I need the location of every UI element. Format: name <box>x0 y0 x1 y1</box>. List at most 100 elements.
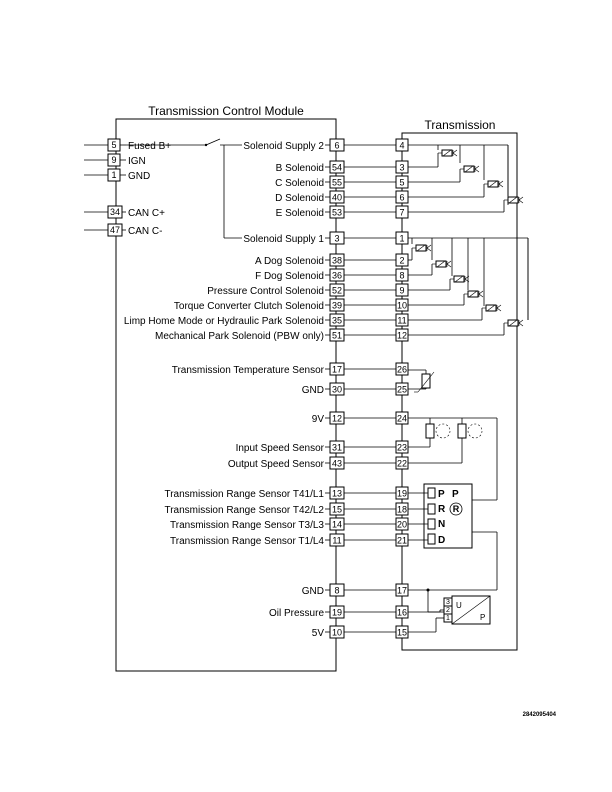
transmission-title: Transmission <box>425 118 496 132</box>
solenoid-coil-icon <box>408 260 452 276</box>
tcm-pin-label: Torque Converter Clutch Solenoid <box>174 301 324 312</box>
tcm-pin-row: Solenoid Supply 2 6 <box>243 138 396 152</box>
trans-pin-number: 23 <box>397 443 407 453</box>
solenoid-coil-icon <box>408 149 458 168</box>
tcm-pin-row: Limp Home Mode or Hydraulic Park Solenoi… <box>124 313 396 327</box>
tcm-pin-number: 17 <box>332 365 342 375</box>
tcm-pin-label: Solenoid Supply 2 <box>243 141 324 152</box>
tcm-pin-row: 5V 10 <box>312 625 396 639</box>
tcm-pin-row: A Dog Solenoid 38 <box>255 253 396 267</box>
range-pos-p: P <box>438 489 445 500</box>
pin-5-fused: 5 <box>111 140 116 150</box>
tcm-pin-number: 31 <box>332 443 342 453</box>
trans-pin-number: 24 <box>397 414 407 424</box>
tcm-pin-label: GND <box>302 586 324 597</box>
solenoid-coil-icon <box>408 244 432 261</box>
ps-u-label: U <box>456 601 462 610</box>
label-can-plus: CAN C+ <box>128 208 165 219</box>
tcm-pin-number: 54 <box>332 163 342 173</box>
label-gnd-left: GND <box>128 171 150 182</box>
tcm-pin-label: F Dog Solenoid <box>255 271 324 282</box>
temperature-sensor-icon <box>408 369 435 393</box>
tcm-pin-number: 15 <box>332 505 342 515</box>
tcm-right-pins: Solenoid Supply 2 6 B Solenoid 54 C Solenoid… <box>124 138 396 639</box>
tcm-title: Transmission Control Module <box>148 104 304 118</box>
tcm-pin-label: B Solenoid <box>276 163 324 174</box>
trans-pin-number: 16 <box>397 608 407 618</box>
solenoid-coils <box>408 149 524 336</box>
solenoid-coil-icon <box>408 275 470 291</box>
tcm-pin-row: C Solenoid 55 <box>275 175 396 189</box>
ps-pin-1: 1 <box>446 615 450 622</box>
tcm-pin-number: 38 <box>332 256 342 266</box>
tcm-pin-row: Transmission Range Sensor T42/L2 15 <box>164 502 396 516</box>
range-pos-n: N <box>438 519 445 530</box>
tcm-pin-row: F Dog Solenoid 36 <box>255 268 396 282</box>
tcm-pin-label: A Dog Solenoid <box>255 256 324 267</box>
trans-pin-number: 2 <box>399 256 404 266</box>
tcm-pin-label: Transmission Range Sensor T41/L1 <box>164 489 324 500</box>
tcm-pin-number: 14 <box>332 520 342 530</box>
pin-47-can: 47 <box>110 225 120 235</box>
ps-pin-3: 3 <box>446 599 450 606</box>
tcm-box <box>115 118 337 672</box>
output-speed-wheel-icon <box>467 423 483 439</box>
trans-pin-number: 4 <box>399 141 404 151</box>
pin-9-ign: 9 <box>111 155 116 165</box>
tcm-pin-number: 40 <box>332 193 342 203</box>
solenoid-coil-icon <box>408 319 524 336</box>
tcm-pin-number: 39 <box>332 301 342 311</box>
tcm-pin-label: Mechanical Park Solenoid (PBW only) <box>155 331 324 342</box>
trans-pin-number: 26 <box>397 365 407 375</box>
tcm-pin-row: 9V 12 <box>312 411 396 425</box>
tcm-pin-row: B Solenoid 54 <box>276 160 396 174</box>
input-speed-sensor-body <box>425 423 435 439</box>
tcm-pin-number: 11 <box>332 536 341 546</box>
range-p-mark: P <box>452 489 459 500</box>
trans-pin-number: 9 <box>399 286 404 296</box>
tcm-pin-label: D Solenoid <box>275 193 324 204</box>
tcm-pin-number: 30 <box>332 385 342 395</box>
fused-switch <box>126 138 242 239</box>
tcm-pin-row: Mechanical Park Solenoid (PBW only) 51 <box>155 328 396 342</box>
tcm-pin-number: 12 <box>332 414 342 424</box>
tcm-pin-label: Limp Home Mode or Hydraulic Park Solenoi… <box>124 316 324 327</box>
trans-pin-number: 6 <box>399 193 404 203</box>
tcm-pin-number: 36 <box>332 271 342 281</box>
solenoid-coil-icon <box>408 165 480 183</box>
tcm-pin-label: 9V <box>312 414 325 425</box>
tcm-pin-number: 51 <box>332 331 342 341</box>
tcm-pin-number: 10 <box>332 628 342 638</box>
trans-pin-number: 17 <box>397 586 407 596</box>
solenoid-coil-icon <box>408 290 484 306</box>
trans-pin-number: 19 <box>397 489 407 499</box>
oil-pressure-sensor: 3 2 1 U P <box>408 589 491 633</box>
label-fused-b: Fused B+ <box>128 141 171 152</box>
tcm-pin-number: 43 <box>332 459 342 469</box>
input-speed-wheel-icon <box>435 423 451 439</box>
tcm-pin-label: C Solenoid <box>275 178 324 189</box>
tcm-pin-number: 55 <box>332 178 342 188</box>
tcm-pin-number: 52 <box>332 286 342 296</box>
tcm-pin-label: 5V <box>312 628 325 639</box>
trans-pin-number: 12 <box>397 331 407 341</box>
tcm-pin-number: 3 <box>334 234 339 244</box>
tcm-pin-label: Oil Pressure <box>269 608 324 619</box>
label-can-minus: CAN C- <box>128 226 162 237</box>
trans-pin-number: 8 <box>399 271 404 281</box>
trans-pin-number: 22 <box>397 459 407 469</box>
tcm-pin-label: Transmission Range Sensor T42/L2 <box>164 505 324 516</box>
trans-pin-number: 1 <box>399 234 404 244</box>
tcm-pin-number: 6 <box>334 141 339 151</box>
tcm-pin-row: D Solenoid 40 <box>275 190 396 204</box>
